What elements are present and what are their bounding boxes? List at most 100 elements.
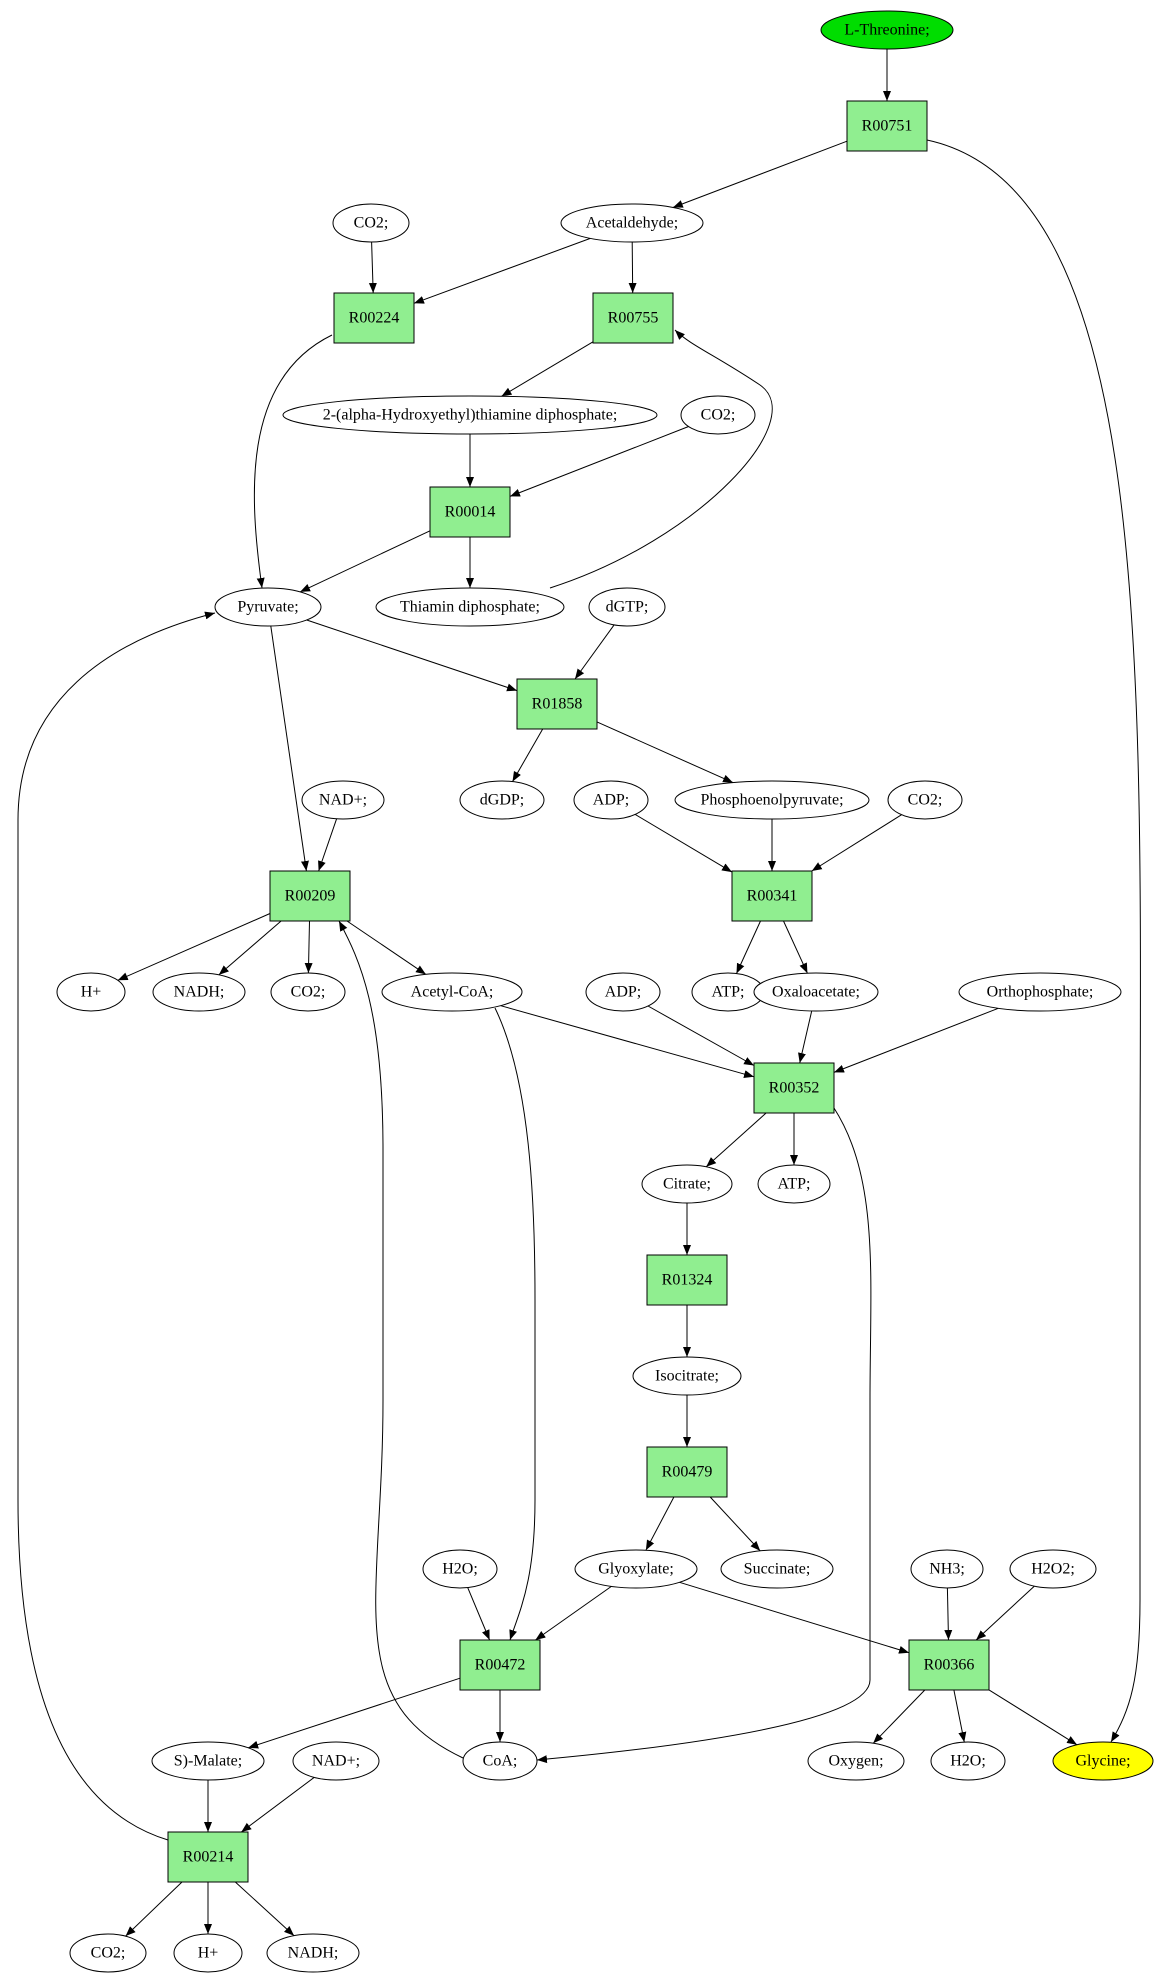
compound-ellipse: [292, 1741, 380, 1781]
compound-node-dgtp: dGTP;: [588, 587, 666, 627]
compound-node-atp1: ATP;: [691, 972, 765, 1012]
reaction-node-r352: R00352: [753, 1062, 835, 1114]
compound-node-oxyg: Oxygen;: [807, 1741, 905, 1781]
node-label: Glycine;: [1075, 1753, 1130, 1770]
node-label: R00209: [285, 888, 336, 905]
compound-ellipse: [588, 587, 666, 627]
reaction-node-r209: R00209: [269, 870, 351, 922]
node-label: ADP;: [605, 984, 641, 1001]
edge-nad2-to-r214: [241, 1776, 315, 1833]
compound-ellipse: [69, 1933, 147, 1973]
compound-ellipse: [887, 780, 963, 820]
node-label: Oxaloacetate;: [772, 984, 860, 1001]
node-label: CO2;: [91, 1945, 126, 1962]
compound-node-co2a: CO2;: [332, 203, 410, 243]
compound-ellipse: [214, 587, 322, 627]
node-label: dGDP;: [480, 792, 524, 809]
compound-ellipse: [674, 780, 870, 820]
node-label: dGTP;: [606, 599, 649, 616]
compound-node-succ: Succinate;: [720, 1549, 834, 1589]
edge-r214-to-co2e: [125, 1881, 183, 1937]
compound-ellipse: [574, 1549, 698, 1589]
compound-node-pyr: Pyruvate;: [214, 587, 322, 627]
node-label: R00224: [349, 310, 400, 327]
compound-ellipse: [632, 1356, 742, 1396]
node-label: Phosphoenolpyruvate;: [700, 792, 843, 809]
compound-node-hplus2: H+: [173, 1933, 243, 1973]
edge-r209-to-hplus1: [117, 913, 271, 981]
compound-ellipse: [266, 1933, 360, 1973]
node-label: R00214: [183, 1849, 234, 1866]
node-label: ATP;: [712, 984, 745, 1001]
compound-ellipse: [757, 1164, 831, 1204]
compound-ellipse: [680, 395, 756, 435]
edge-acoa-to-r472: [494, 1007, 536, 1641]
edge-tdp-to-r755: [549, 329, 773, 589]
edge-h2o1-to-r472: [467, 1587, 491, 1641]
node-label: Succinate;: [744, 1561, 811, 1578]
reaction-box: [459, 1639, 541, 1691]
node-label: R01324: [662, 1272, 713, 1289]
edge-r751-to-acet: [672, 140, 848, 208]
edge-acoa-to-r352: [500, 1005, 755, 1078]
compound-node-dgdp: dGDP;: [459, 780, 545, 820]
node-label: Citrate;: [663, 1176, 711, 1193]
compound-node-coa: CoA;: [462, 1741, 538, 1781]
edge-orth-to-r352: [833, 1007, 999, 1073]
reaction-box: [731, 870, 813, 922]
compound-node-h2o1: H2O;: [422, 1549, 498, 1589]
edge-co2c-to-r341: [811, 814, 902, 872]
node-label: NAD+;: [319, 792, 367, 809]
compound-ellipse: [459, 780, 545, 820]
compound-ellipse: [560, 203, 704, 243]
node-label: H2O;: [950, 1753, 986, 1770]
edge-r472-to-smal: [248, 1677, 461, 1749]
edge-h2o2-to-r366: [975, 1585, 1035, 1641]
compound-node-adp1: ADP;: [573, 780, 649, 820]
edge-r366-to-glyc: [988, 1689, 1078, 1746]
edge-layer: [17, 49, 1141, 1937]
compound-ellipse: [151, 1741, 265, 1781]
reaction-box: [592, 292, 674, 344]
edge-r214-to-pyr: [17, 611, 216, 1841]
compound-node-smal: S)-Malate;: [151, 1741, 265, 1781]
compound-node-h2o2: H2O2;: [1009, 1549, 1097, 1589]
reaction-box: [429, 486, 511, 538]
reaction-node-r366: R00366: [908, 1639, 990, 1691]
reaction-node-r341: R00341: [731, 870, 813, 922]
node-label: R00352: [769, 1080, 820, 1097]
compound-node-co2c: CO2;: [887, 780, 963, 820]
compound-node-acet: Acetaldehyde;: [560, 203, 704, 243]
edge-r209-to-co2d: [304, 920, 313, 974]
compound-node-co2d: CO2;: [270, 972, 346, 1012]
compound-node-nadh1: NADH;: [152, 972, 246, 1012]
node-label: Acetyl-CoA;: [411, 984, 494, 1001]
compound-ellipse: [422, 1549, 498, 1589]
compound-ellipse: [573, 780, 649, 820]
reaction-node-r224: R00224: [333, 292, 415, 344]
node-label: H+: [198, 1945, 219, 1962]
node-label: R00755: [608, 310, 659, 327]
compound-ellipse: [270, 972, 346, 1012]
node-label: Isocitrate;: [655, 1368, 719, 1385]
edge-r479-to-succ: [709, 1496, 761, 1552]
edge-r352-to-citr: [705, 1112, 767, 1168]
edge-r479-to-glyox: [645, 1496, 675, 1551]
node-label: R00472: [475, 1657, 526, 1674]
node-label: R00366: [924, 1657, 975, 1674]
reaction-node-r751: R00751: [846, 100, 928, 152]
node-label: Pyruvate;: [237, 599, 298, 616]
compound-ellipse: [462, 1741, 538, 1781]
compound-node-tdp: Thiamin diphosphate;: [375, 587, 565, 627]
node-label: Orthophosphate;: [987, 984, 1094, 1001]
edge-r366-to-oxyg: [872, 1689, 926, 1744]
compound-node-co2e: CO2;: [69, 1933, 147, 1973]
compound-ellipse: [152, 972, 246, 1012]
compound-ellipse: [332, 203, 410, 243]
compound-ellipse: [173, 1933, 243, 1973]
edge-adp2-to-r352: [647, 1005, 755, 1066]
compound-ellipse: [641, 1164, 733, 1204]
reaction-box: [516, 678, 598, 730]
edge-glyox-to-r472: [535, 1585, 612, 1641]
